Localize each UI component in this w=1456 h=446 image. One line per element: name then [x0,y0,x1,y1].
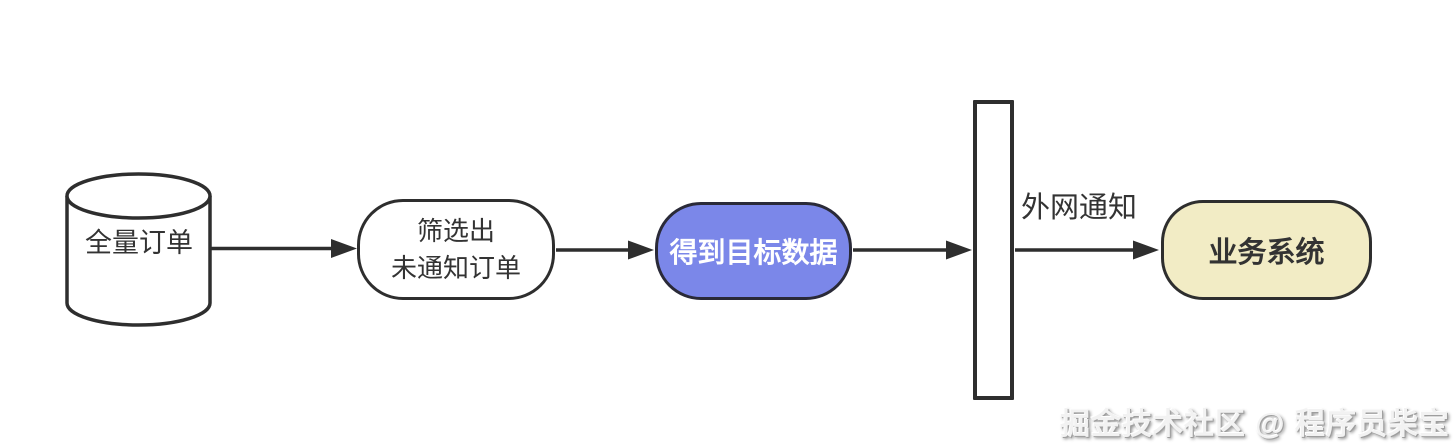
arrow-db-to-filter [211,239,357,258]
barrier-node [973,100,1014,400]
arrow-target-to-barrier [853,240,972,260]
database-node-label: 全量订单 [85,228,193,258]
filter-node-label-line2: 未通知订单 [390,252,521,283]
target-data-node-label: 得到目标数据 [669,237,838,268]
business-system-node-label: 业务系统 [1208,237,1325,269]
edge-label-external-notify: 外网通知 [1021,192,1138,224]
target-data-node: 得到目标数据 [655,202,852,300]
filter-node: 筛选出 未通知订单 [357,199,555,300]
filter-node-label-line1: 筛选出 [416,215,495,246]
watermark-text: 掘金技术社区 @ 程序员柴宝 [1060,408,1450,441]
business-system-node: 业务系统 [1161,200,1372,300]
database-cylinder [65,172,212,327]
arrow-barrier-to-business [1015,240,1159,260]
arrow-filter-to-target [556,240,654,260]
